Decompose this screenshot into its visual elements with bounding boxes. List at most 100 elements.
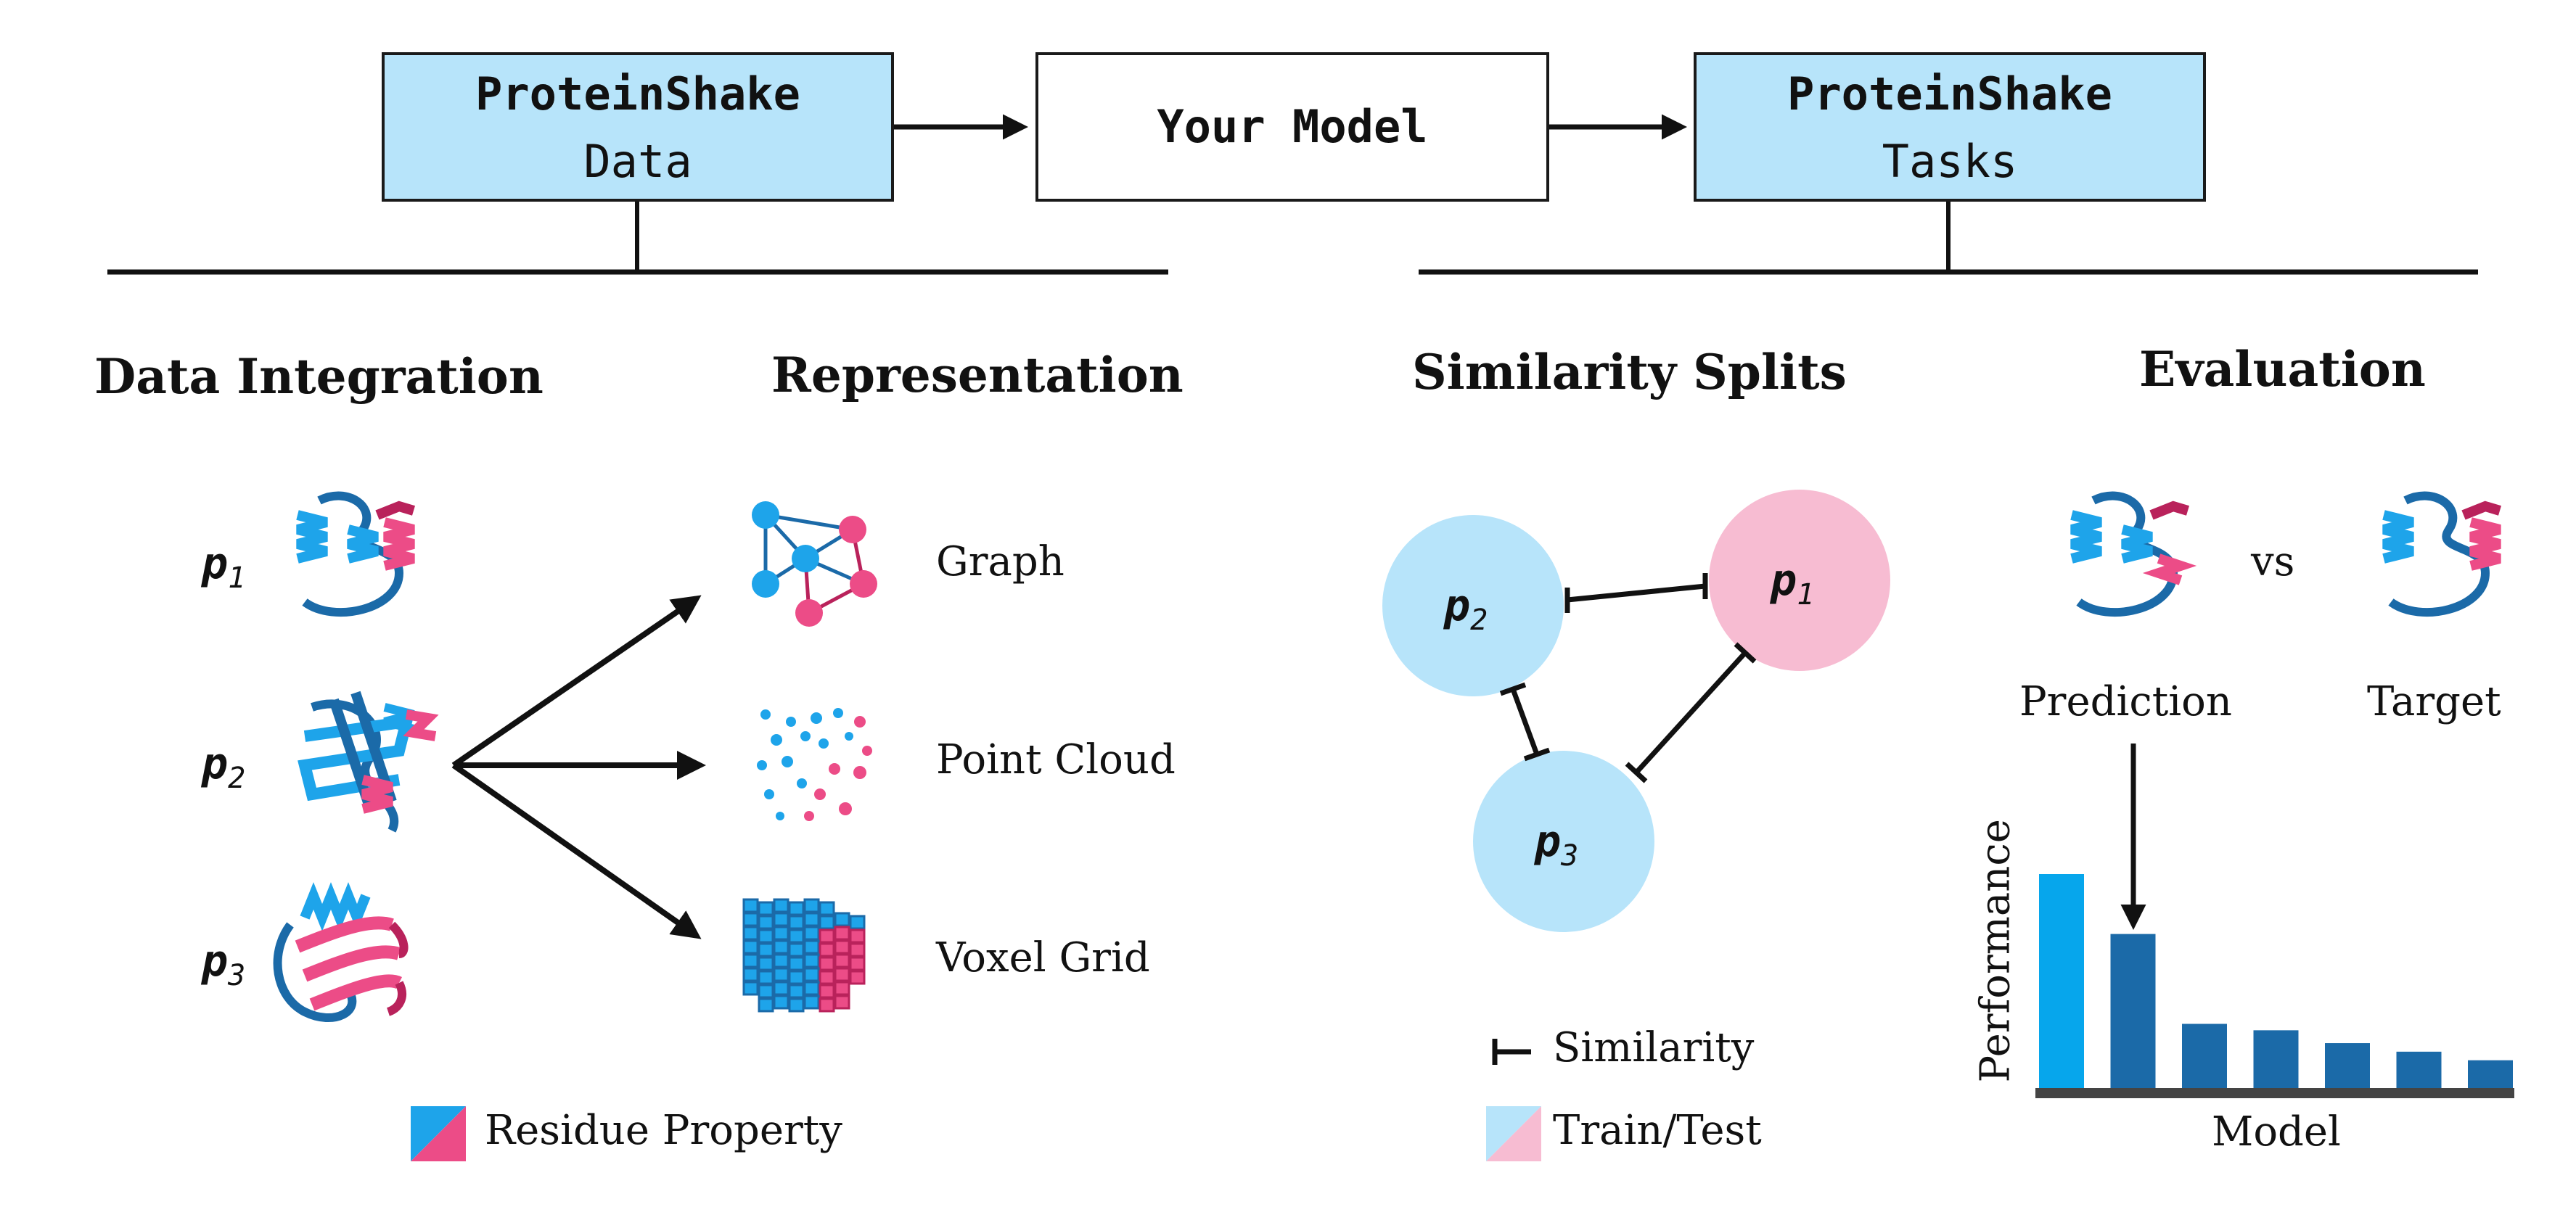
protein-structure-p3 [273, 882, 409, 1022]
voxel [788, 942, 805, 957]
voxel [773, 967, 789, 982]
voxel [788, 901, 805, 916]
voxel [788, 984, 805, 999]
voxel [803, 994, 820, 1010]
chart-bar [2396, 1051, 2442, 1088]
heading-representation: Representation [771, 347, 1184, 403]
protein-label-p1: p1 [202, 538, 246, 595]
proteinshake-data-box: ProteinShake Data [382, 52, 894, 202]
voxel [773, 994, 789, 1010]
voxel [773, 981, 789, 996]
split-node-label-p3: p3 [1535, 816, 1579, 873]
graph-node [850, 570, 877, 598]
model-box-title: Your Model [1157, 100, 1428, 153]
similarity-edge-p2-p3 [1510, 688, 1540, 756]
chart-y-axis-label: Performance [1972, 819, 2019, 1083]
voxel [803, 981, 820, 996]
voxel [773, 926, 789, 941]
voxel [758, 997, 774, 1013]
voxel [849, 956, 866, 971]
target-structure [2382, 491, 2502, 617]
graph-representation [752, 501, 877, 627]
similarity-legend-icon [1492, 1039, 1531, 1065]
chart-baseline [2035, 1088, 2514, 1098]
voxel [803, 939, 820, 955]
train-test-swatch-test [1486, 1106, 1541, 1161]
representation-label-graph: Graph [936, 538, 1065, 585]
voxel [758, 928, 774, 944]
split-node-p1 [1709, 490, 1890, 671]
voxel [819, 970, 835, 985]
split-node-label-p2: p2 [1444, 580, 1488, 637]
similarity-edge-p2-p1 [1567, 583, 1706, 603]
voxel [849, 915, 866, 930]
chart-bar [2039, 874, 2084, 1088]
voxel [834, 994, 850, 1010]
voxel [742, 912, 759, 927]
voxel [803, 953, 820, 968]
target-label: Target [2367, 678, 2501, 725]
heading-similarity-splits: Similarity Splits [1412, 344, 1847, 400]
voxel [742, 981, 759, 996]
protein-structure-p2 [298, 691, 439, 833]
heading-evaluation: Evaluation [2139, 341, 2426, 398]
voxel [819, 984, 835, 999]
voxel [819, 942, 835, 957]
voxel [834, 953, 850, 968]
heading-data-integration: Data Integration [94, 348, 543, 405]
representation-label-point-cloud: Point Cloud [936, 736, 1176, 783]
voxel [758, 915, 774, 930]
voxel [849, 942, 866, 957]
protein-structure-p1 [296, 491, 416, 617]
arrow-to-graph [451, 595, 702, 768]
voxel [819, 901, 835, 916]
voxel [788, 997, 805, 1013]
voxel [834, 981, 850, 996]
voxel [834, 939, 850, 955]
arrow-to-voxel [451, 762, 702, 939]
protein-label-p3: p3 [202, 936, 246, 992]
voxel [788, 915, 805, 930]
voxel [819, 997, 835, 1013]
point-cloud-representation [757, 708, 872, 821]
voxel [849, 928, 866, 944]
voxel [834, 912, 850, 927]
chart-bar [2325, 1043, 2370, 1088]
voxel [773, 898, 789, 913]
voxel [758, 901, 774, 916]
protein-label-p2: p2 [202, 738, 246, 795]
voxel [803, 912, 820, 927]
voxel [758, 970, 774, 985]
voxel [819, 928, 835, 944]
vs-label: vs [2251, 538, 2295, 585]
voxel [773, 912, 789, 927]
residue-property-label: Residue Property [485, 1107, 842, 1154]
data-box-title: ProteinShake [475, 67, 800, 120]
graph-node [839, 516, 866, 543]
data-box-subtitle: Data [583, 135, 692, 188]
voxel [788, 970, 805, 985]
chart-x-axis-label: Model [2212, 1108, 2341, 1156]
your-model-box: Your Model [1035, 52, 1549, 202]
voxel [742, 967, 759, 982]
graph-node [795, 599, 823, 627]
voxel [834, 967, 850, 982]
voxel [773, 953, 789, 968]
voxel [803, 898, 820, 913]
prediction-label: Prediction [2019, 678, 2232, 725]
voxel [758, 942, 774, 957]
voxel [788, 928, 805, 944]
chart-bar [2253, 1030, 2299, 1088]
chart-bar [2468, 1060, 2513, 1088]
proteinshake-tasks-box: ProteinShake Tasks [1694, 52, 2206, 202]
voxel [788, 956, 805, 971]
voxel [742, 898, 759, 913]
graph-node [752, 501, 779, 529]
chart-bar [2110, 934, 2156, 1088]
voxel [834, 926, 850, 941]
